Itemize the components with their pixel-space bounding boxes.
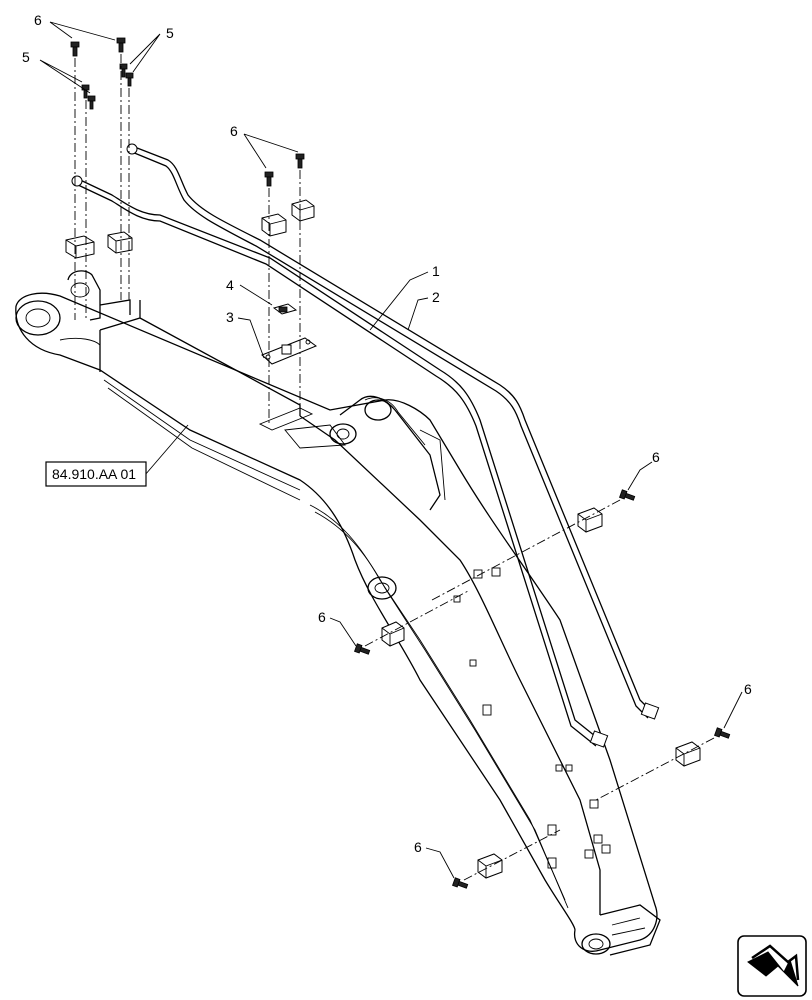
reference-link[interactable]: 84.910.AA 01 (45, 461, 147, 487)
callout-2: 2 (432, 289, 440, 305)
hydraulic-tubes (71, 143, 660, 748)
clamp-assembly-right (381, 507, 701, 879)
callout-6-top: 6 (34, 12, 42, 28)
bolt-icon (125, 72, 134, 87)
bolts (70, 37, 731, 889)
leader-lines (39, 21, 743, 879)
clamp-assembly-mid (258, 199, 318, 431)
callout-5-top: 5 (166, 25, 174, 41)
bolt-icon (295, 153, 305, 169)
callout-3: 3 (226, 309, 234, 325)
callout-6-mid: 6 (230, 123, 238, 139)
callout-6-far-right: 6 (744, 681, 752, 697)
callout-1: 1 (432, 263, 440, 279)
callout-6-bottom: 6 (414, 839, 422, 855)
callout-6-right: 6 (652, 449, 660, 465)
callout-5-left: 5 (22, 49, 30, 65)
next-page-arrow-icon[interactable] (737, 935, 807, 997)
reference-label: 84.910.AA 01 (52, 466, 136, 482)
bolt-icon (264, 171, 274, 187)
callout-labels: 6 5 5 6 1 2 4 3 6 6 6 6 (22, 12, 752, 855)
bolt-icon (452, 877, 469, 889)
bolt-icon (87, 95, 96, 110)
bolt-icon (354, 643, 371, 655)
callout-4: 4 (226, 277, 234, 293)
bolt-icon (714, 727, 731, 739)
boom (15, 270, 661, 956)
bolt-icon (116, 37, 126, 53)
bolt-icon (619, 489, 636, 501)
assembly-centerlines (74, 54, 715, 881)
clamp-assembly-left (65, 231, 133, 259)
bolt-icon (119, 63, 128, 78)
callout-6-left: 6 (318, 609, 326, 625)
bolt-icon (70, 41, 80, 57)
